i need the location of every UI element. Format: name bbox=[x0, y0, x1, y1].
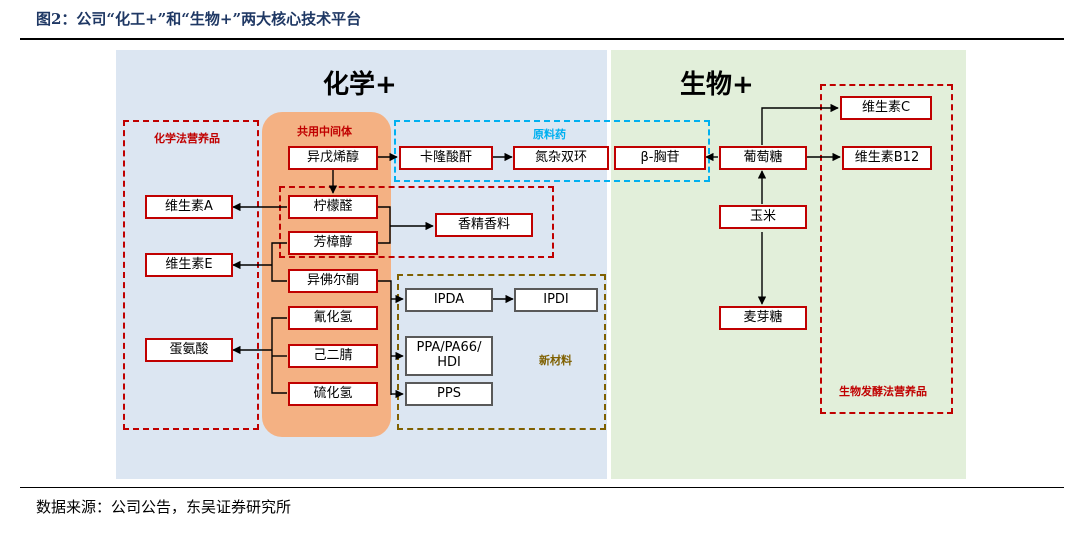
node-ppa-pa66-hdi: PPA/PA66/ HDI bbox=[405, 336, 493, 376]
chem-nutrition-group bbox=[123, 120, 259, 430]
node-isophorone: 异佛尔酮 bbox=[288, 269, 378, 293]
raw-material-group bbox=[394, 120, 710, 182]
node-vitamin-b12: 维生素B12 bbox=[842, 146, 932, 170]
new-materials-label: 新材料 bbox=[539, 354, 572, 367]
node-beta-arbutin: β-胸苷 bbox=[614, 146, 706, 170]
node-linalool: 芳樟醇 bbox=[288, 231, 378, 255]
raw-material-label: 原料药 bbox=[533, 128, 566, 141]
arrow-glucose-vitamin-c bbox=[761, 103, 839, 145]
bracket-linalool-isophorone bbox=[271, 242, 287, 282]
node-glucose: 葡萄糖 bbox=[719, 146, 807, 170]
node-carboprost: 卡隆酸酐 bbox=[399, 146, 493, 170]
node-corn: 玉米 bbox=[719, 205, 807, 229]
intermediates-label: 共用中间体 bbox=[297, 125, 352, 138]
biology-panel-title: 生物+ bbox=[680, 70, 754, 100]
node-pps: PPS bbox=[405, 382, 493, 406]
node-citral: 柠檬醛 bbox=[288, 195, 378, 219]
chemistry-panel-title: 化学+ bbox=[323, 70, 397, 100]
figure-source: 数据来源：公司公告，东吴证券研究所 bbox=[36, 498, 292, 516]
node-methionine: 蛋氨酸 bbox=[145, 338, 233, 362]
bio-nutrition-group bbox=[820, 84, 953, 414]
node-hcn: 氰化氢 bbox=[288, 306, 378, 330]
node-flavor: 香精香料 bbox=[435, 213, 533, 237]
node-ppa-line2: HDI bbox=[437, 355, 461, 370]
bio-nutrition-label: 生物发酵法营养品 bbox=[839, 385, 927, 398]
chem-nutrition-label: 化学法营养品 bbox=[154, 132, 220, 145]
bracket-isophorone-materials bbox=[377, 280, 392, 395]
node-ppa-line1: PPA/PA66/ bbox=[416, 340, 482, 356]
node-maltose: 麦芽糖 bbox=[719, 306, 807, 330]
top-rule bbox=[20, 38, 1064, 40]
node-vitamin-a: 维生素A bbox=[145, 195, 233, 219]
node-adiponitrile: 己二腈 bbox=[288, 344, 378, 368]
node-ipda: IPDA bbox=[405, 288, 493, 312]
node-isoprenol: 异戊烯醇 bbox=[288, 146, 378, 170]
node-vitamin-e: 维生素E bbox=[145, 253, 233, 277]
node-vitamin-c: 维生素C bbox=[840, 96, 932, 120]
node-ipdi: IPDI bbox=[514, 288, 598, 312]
bottom-rule bbox=[20, 487, 1064, 488]
node-h2s: 硫化氢 bbox=[288, 382, 378, 406]
node-azabicyclo: 氮杂双环 bbox=[513, 146, 609, 170]
flavor-group bbox=[279, 186, 554, 258]
figure-title: 图2：公司“化工+”和“生物+”两大核心技术平台 bbox=[36, 10, 362, 28]
bracket-citral-linalool bbox=[377, 206, 391, 244]
